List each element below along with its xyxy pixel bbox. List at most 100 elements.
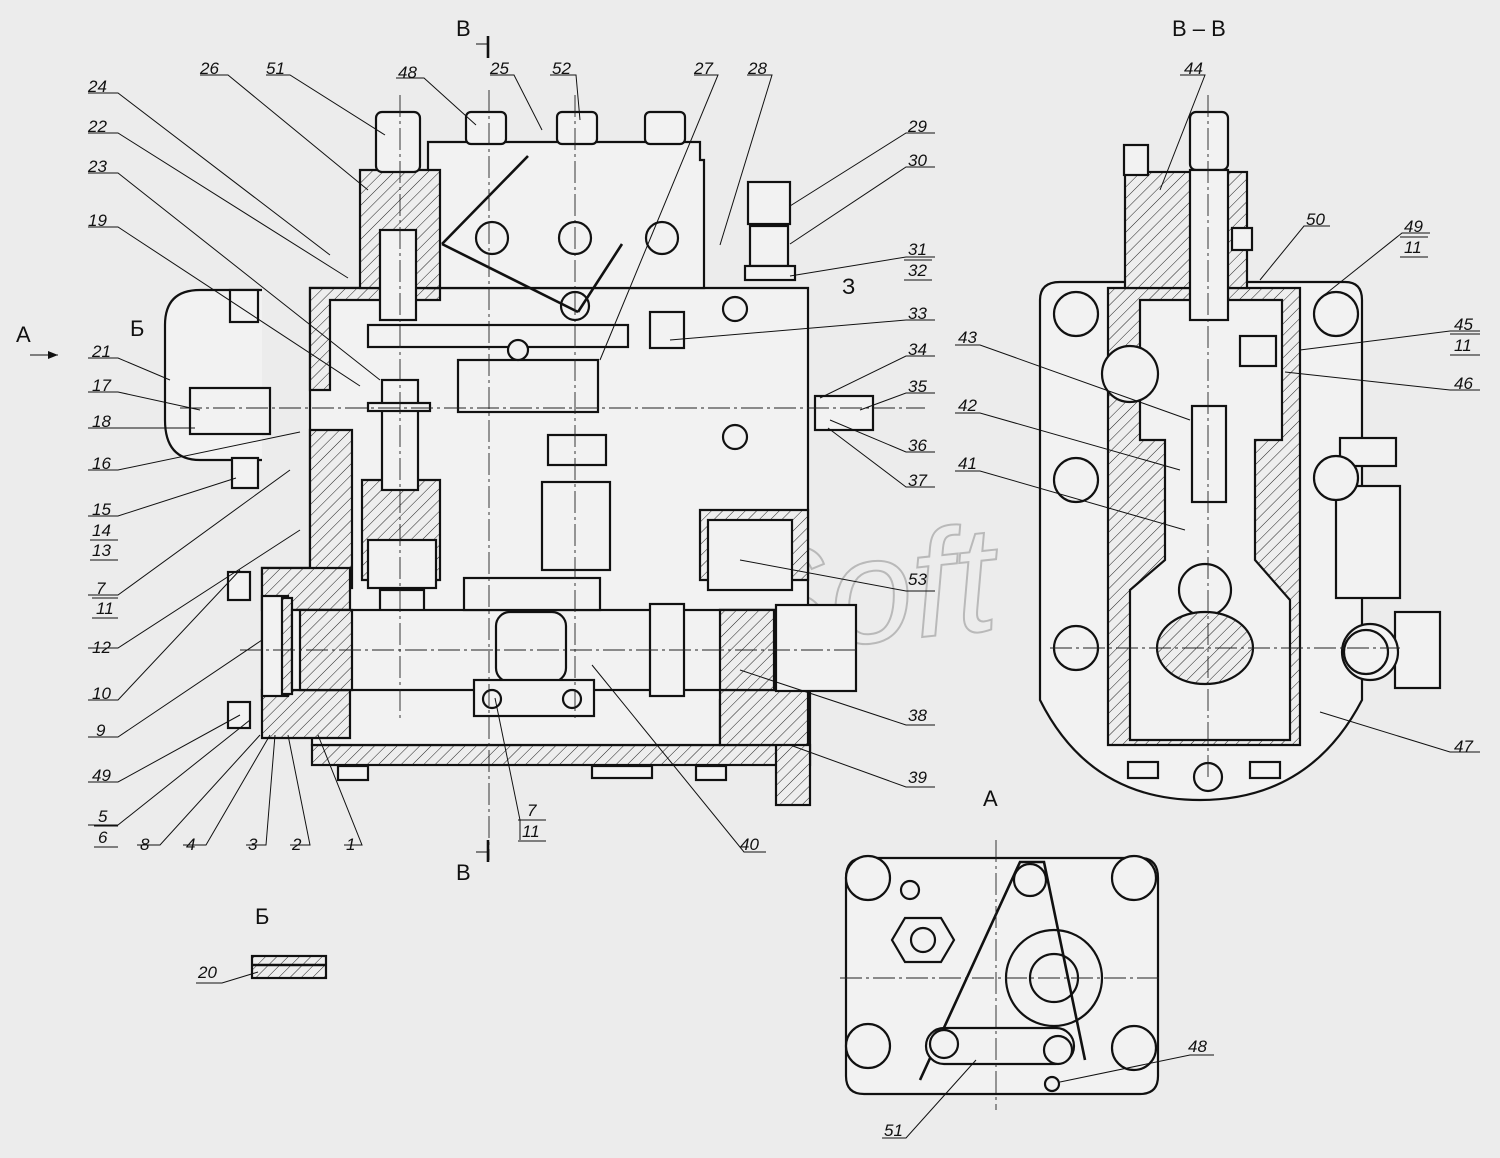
bb-flange-hole <box>1312 454 1360 502</box>
bb-plug <box>1230 226 1254 252</box>
callout-1: 1 <box>346 835 355 854</box>
rack <box>366 323 630 349</box>
view-a-seal-48 <box>1043 1075 1061 1093</box>
bb-roller <box>1177 562 1233 618</box>
callout-48: 48 <box>1188 1037 1207 1056</box>
view-a-pin <box>928 1028 960 1060</box>
housing-wall-hatch <box>260 688 352 740</box>
bolt <box>721 423 749 451</box>
callout-24: 24 <box>87 77 107 96</box>
view-a-wire <box>918 860 1087 1081</box>
bb-flange-hole <box>1312 290 1360 338</box>
section-bb-view <box>1038 95 1442 802</box>
view-a-hole <box>844 854 892 902</box>
saddle <box>462 576 602 612</box>
bb-cam <box>1155 610 1255 686</box>
plunger <box>378 228 418 322</box>
detail-b-title: Б <box>255 904 269 929</box>
callout-13: 13 <box>92 541 111 560</box>
callout-19: 19 <box>88 211 107 230</box>
screw <box>474 220 510 256</box>
bolt <box>561 688 583 710</box>
body-53 <box>706 518 794 592</box>
main-section-view <box>30 36 925 862</box>
callout-34: 34 <box>908 340 927 359</box>
callout-17: 17 <box>92 376 111 395</box>
housing-wall-hatch <box>308 428 354 590</box>
callout-40: 40 <box>740 835 759 854</box>
bb-foot <box>1248 760 1282 780</box>
fitting-29 <box>746 180 792 226</box>
washer-31 <box>743 264 797 282</box>
callout-16: 16 <box>92 454 111 473</box>
callout-6: 6 <box>98 828 108 847</box>
detail-b <box>250 954 328 980</box>
cut-label-bottom: В <box>456 860 471 885</box>
base-plate <box>310 743 812 767</box>
base-foot <box>694 764 728 782</box>
delivery-valve-holder <box>374 110 422 174</box>
callout-4: 4 <box>186 835 195 854</box>
callout-21: 21 <box>91 342 111 361</box>
bb-bolt-44 <box>1122 143 1150 177</box>
callout-11: 11 <box>96 599 114 618</box>
base-foot <box>336 764 370 782</box>
tappet <box>366 538 438 590</box>
callout-51: 51 <box>266 59 285 78</box>
callout-23: 23 <box>87 157 107 176</box>
callout-52: 52 <box>552 59 571 78</box>
callout-11: 11 <box>1404 238 1422 257</box>
callout-2: 2 <box>291 835 302 854</box>
gasket-2 <box>280 596 294 696</box>
callout-45: 45 <box>1454 315 1473 334</box>
bb-flange-hole <box>1052 456 1100 504</box>
gear-rack-block <box>456 358 600 414</box>
screw-15 <box>230 456 260 490</box>
view-a-hole <box>1110 1024 1158 1072</box>
callout-47: 47 <box>1454 737 1473 756</box>
callout-10: 10 <box>92 684 111 703</box>
callout-15: 15 <box>92 500 111 519</box>
callout-39: 39 <box>908 768 927 787</box>
left-b-label: Б <box>130 316 144 341</box>
bb-tappet <box>1190 404 1228 504</box>
bolt <box>481 688 503 710</box>
callout-50: 50 <box>1306 210 1325 229</box>
view-a <box>840 840 1160 1110</box>
lock-wire-51 <box>441 155 624 314</box>
callout-14: 14 <box>92 521 111 540</box>
callout-31: 31 <box>908 240 927 259</box>
callout-43: 43 <box>958 328 977 347</box>
view-a-title: А <box>983 786 998 811</box>
callout-27: 27 <box>693 59 713 78</box>
fitting-30 <box>748 224 790 268</box>
callout-11: 11 <box>1454 336 1472 355</box>
fitting <box>643 110 687 146</box>
bb-flange-hole <box>1052 290 1100 338</box>
callout-49: 49 <box>92 766 111 785</box>
callout-42: 42 <box>958 396 977 415</box>
callout-25: 25 <box>489 59 509 78</box>
callout-28: 28 <box>747 59 767 78</box>
view-a-hole <box>844 1022 892 1070</box>
center-nut <box>494 610 568 684</box>
callout-8: 8 <box>140 835 150 854</box>
bb-flange-hole <box>1342 628 1390 676</box>
callout-12: 12 <box>92 638 111 657</box>
callout-38: 38 <box>908 706 927 725</box>
callout-labels: 26 51 48 25 52 27 28 24 22 23 19 21 17 1… <box>87 59 1480 1140</box>
bb-bore <box>1100 344 1160 404</box>
callout-22: 22 <box>87 117 107 136</box>
bb-block-45 <box>1238 334 1278 368</box>
callout-41: 41 <box>958 454 977 473</box>
bb-valve-holder <box>1188 110 1230 172</box>
callout-37: 37 <box>908 471 927 490</box>
bb-plunger <box>1188 168 1230 322</box>
base-foot <box>590 764 654 780</box>
callout-20: 20 <box>197 963 217 982</box>
callout-49: 49 <box>1404 217 1423 236</box>
callout-30: 30 <box>908 151 927 170</box>
callout-35: 35 <box>908 377 927 396</box>
